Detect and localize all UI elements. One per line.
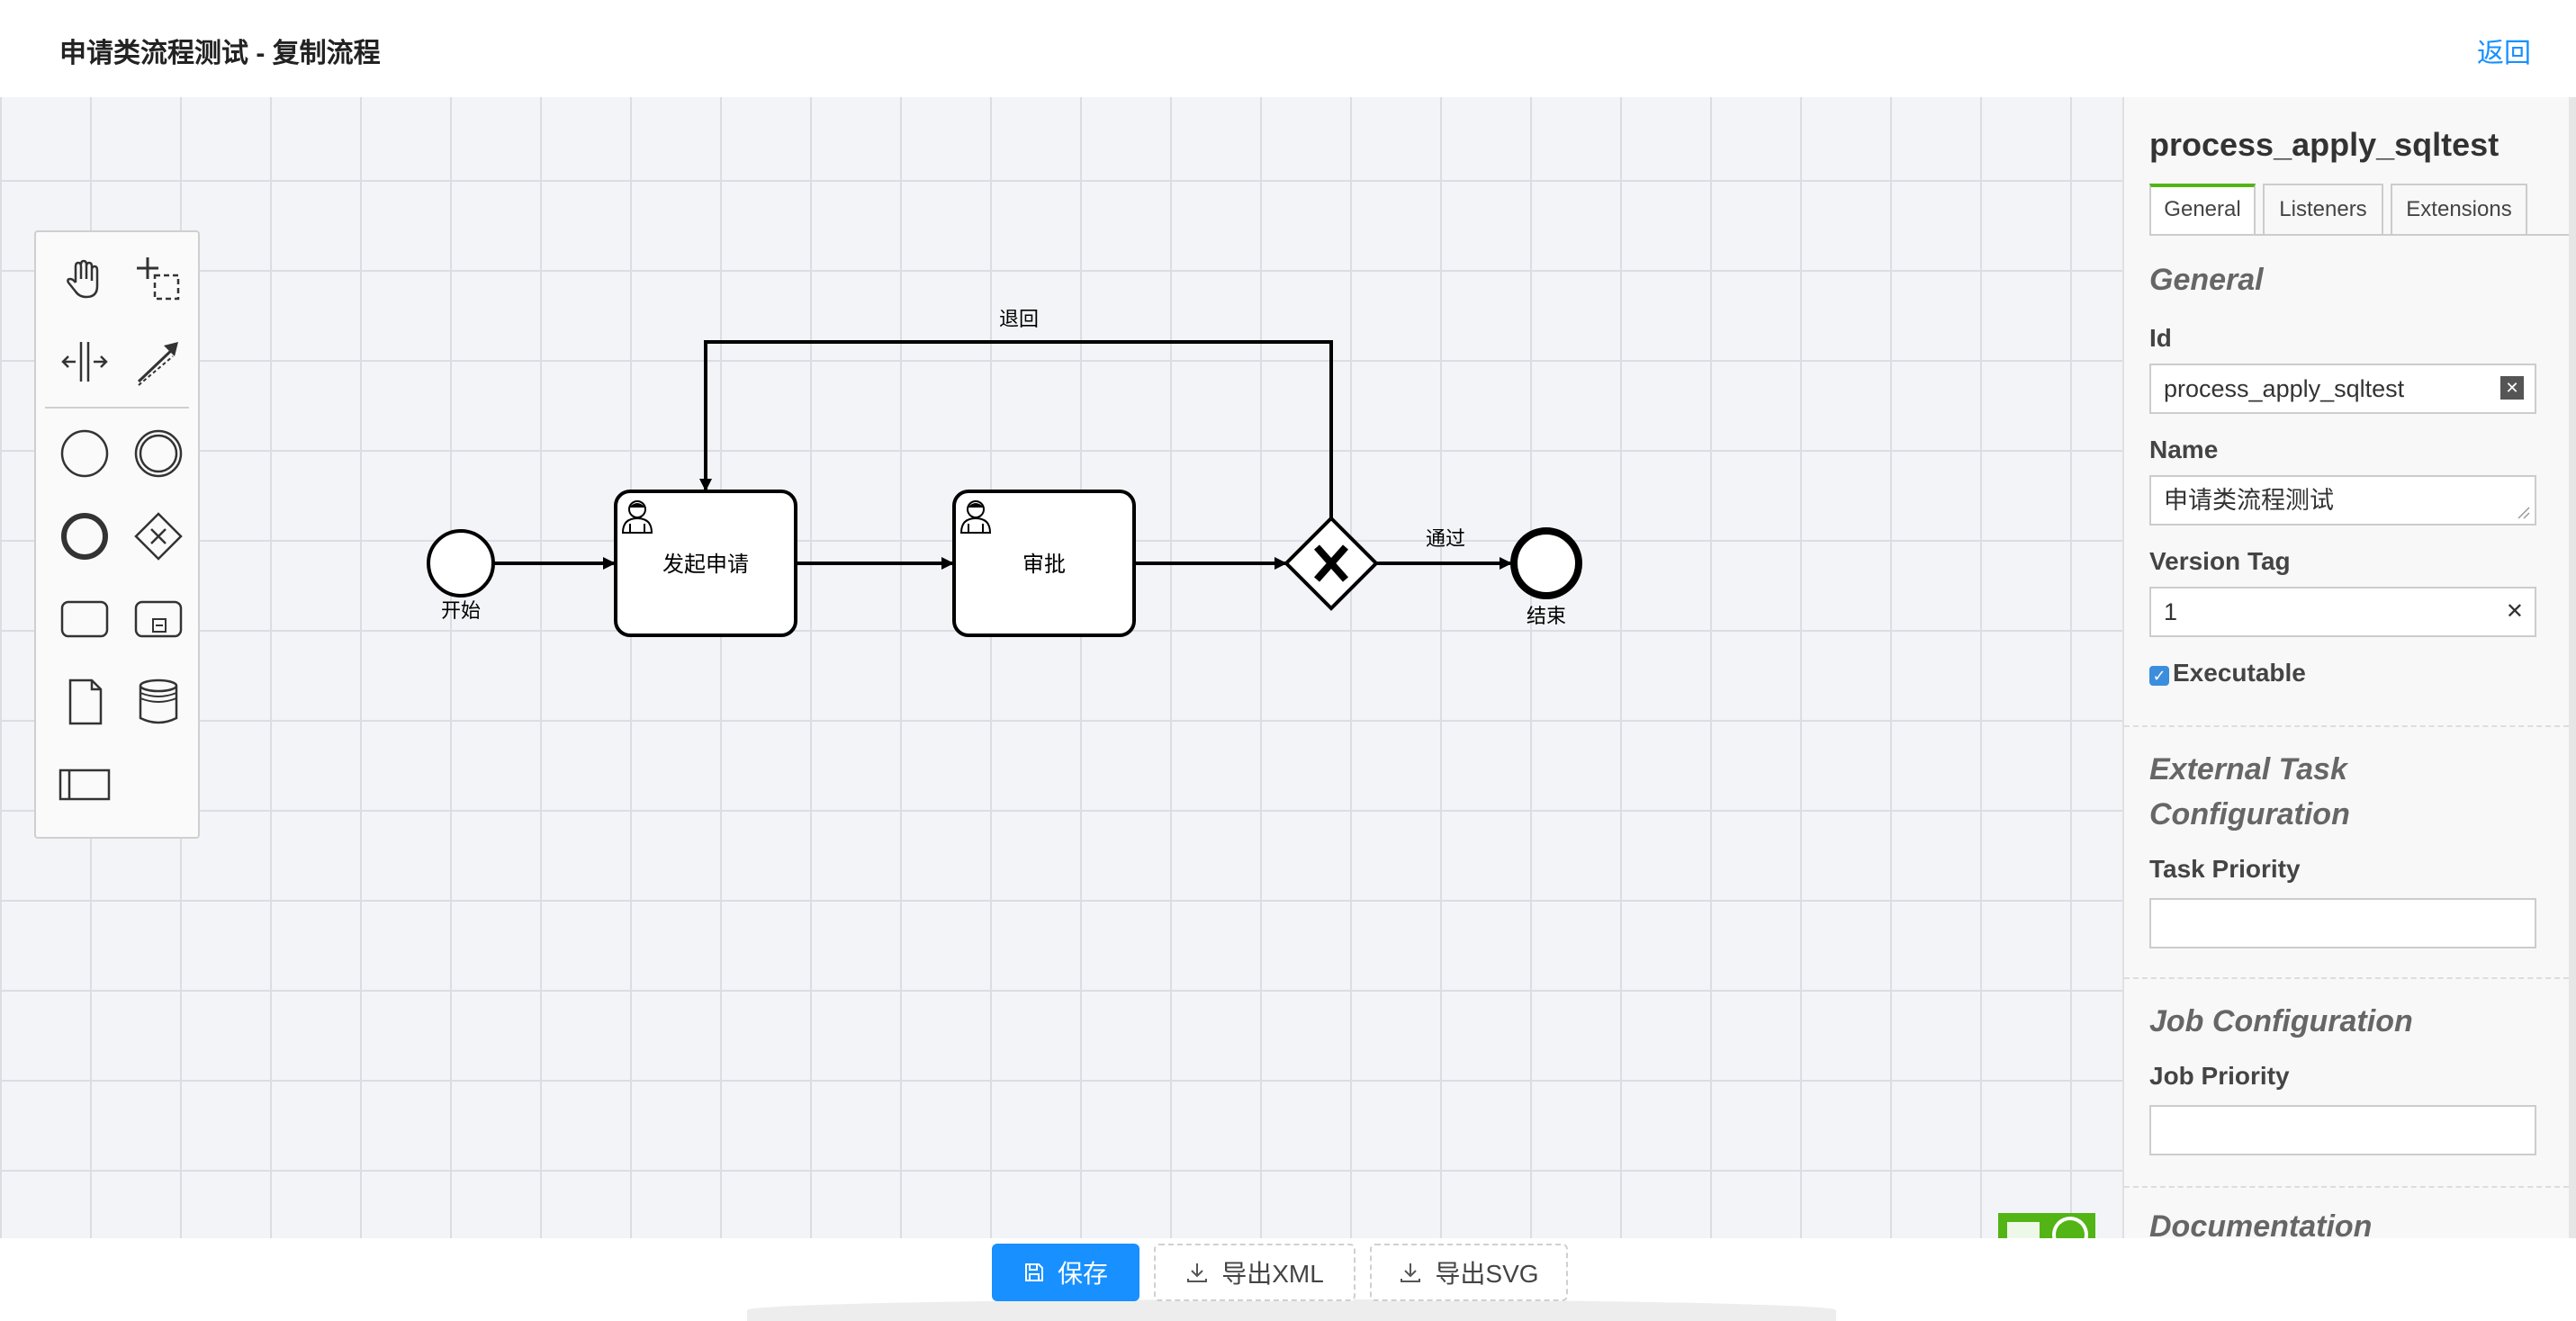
task-submit[interactable] [614,490,797,637]
external-task-section-title: External Task Configuration [2149,747,2350,837]
start-event-label: 开始 [441,599,481,622]
task-priority-input[interactable] [2164,910,2488,938]
process-name-heading: process_apply_sqltest [2149,126,2499,163]
hand-tool-icon[interactable] [56,250,113,308]
task-approve[interactable] [952,490,1136,637]
version-tag-label: Version Tag [2149,547,2291,575]
diagram-canvas[interactable]: 开始 发起申请 审批 结束 通过 退回 [0,97,2122,1238]
space-tool-icon[interactable] [56,333,113,391]
export-xml-button[interactable]: 导出XML [1154,1244,1356,1301]
bpmn-io-logo-icon[interactable] [1998,1213,2095,1238]
job-section-title: Job Configuration [2149,1004,2413,1038]
task-approve-label: 审批 [1022,553,1066,577]
resize-handle-icon[interactable] [2517,506,2531,520]
name-label: Name [2149,436,2219,463]
intermediate-event-icon[interactable] [130,425,187,482]
user-task-icon [959,500,992,534]
bottom-toolbar: 保存 导出XML 导出SVG [0,1238,2576,1321]
section-divider [2124,977,2576,979]
tab-underline [2149,234,2576,236]
id-label: Id [2149,324,2172,352]
page-title: 申请类流程测试 - 复制流程 [59,39,381,68]
back-link[interactable]: 返回 [2477,39,2531,68]
panel-scrollbar[interactable] [2569,97,2576,1238]
export-svg-label: 导出SVG [1435,1260,1539,1288]
id-input[interactable] [2164,375,2488,403]
properties-panel: process_apply_sqltest General Listeners … [2122,97,2576,1238]
external-title-line1: External Task [2149,752,2347,786]
toolbar-shadow [747,1299,1836,1321]
save-label: 保存 [1057,1260,1108,1288]
external-title-line2: Configuration [2149,797,2350,831]
tool-palette [34,230,200,839]
connect-tool-icon[interactable] [130,333,187,391]
version-tag-input[interactable] [2164,598,2488,626]
job-priority-label: Job Priority [2149,1062,2290,1090]
id-field[interactable]: ✕ [2149,364,2536,414]
gateway-icon[interactable] [130,508,187,565]
section-divider [2124,1186,2576,1188]
end-event-icon[interactable] [56,508,113,565]
clear-id-icon[interactable]: ✕ [2500,376,2524,400]
data-store-icon[interactable] [130,673,187,731]
end-event-label: 结束 [1527,605,1566,627]
participant-icon[interactable] [56,756,113,813]
start-event-icon[interactable] [56,425,113,482]
job-priority-field[interactable] [2149,1105,2536,1155]
task-priority-field[interactable] [2149,898,2536,948]
end-event[interactable] [1510,527,1582,599]
general-section-title: General [2149,263,2264,297]
export-xml-label: 导出XML [1221,1260,1324,1288]
task-priority-label: Task Priority [2149,855,2301,883]
tab-extensions[interactable]: Extensions [2391,184,2527,234]
data-object-icon[interactable] [56,673,113,731]
flow-pass-label: 通过 [1426,527,1465,550]
flow-back-label: 退回 [999,308,1039,330]
save-button[interactable]: 保存 [992,1244,1139,1301]
bpmn-diagram: 开始 发起申请 审批 结束 通过 退回 [427,308,1582,637]
flow-back[interactable] [699,340,1333,518]
start-event[interactable] [427,529,495,598]
gateway-x-icon [1314,544,1348,582]
export-svg-button[interactable]: 导出SVG [1370,1244,1568,1301]
download-icon [1187,1263,1208,1282]
subprocess-icon[interactable] [130,590,187,648]
name-field[interactable]: 申请类流程测试 [2149,475,2536,526]
task-submit-label: 发起申请 [662,553,749,577]
executable-checkbox[interactable]: ✓ [2149,666,2169,686]
documentation-section-title: Documentation [2149,1209,2373,1238]
section-divider [2124,725,2576,727]
job-priority-input[interactable] [2164,1117,2488,1145]
save-icon [1024,1263,1043,1281]
executable-label: Executable [2173,659,2306,687]
tab-listeners[interactable]: Listeners [2263,184,2383,234]
palette-separator [45,407,189,409]
clear-version-icon[interactable]: ✕ [2505,599,2524,624]
name-value: 申请类流程测试 [2164,487,2334,514]
app-header: 申请类流程测试 - 复制流程 返回 [0,0,2576,99]
tab-general[interactable]: General [2149,184,2256,234]
lasso-tool-icon[interactable] [130,250,187,308]
task-icon[interactable] [56,590,113,648]
user-task-icon [621,500,653,534]
download-icon [1401,1263,1421,1282]
version-tag-field[interactable]: ✕ [2149,587,2536,637]
